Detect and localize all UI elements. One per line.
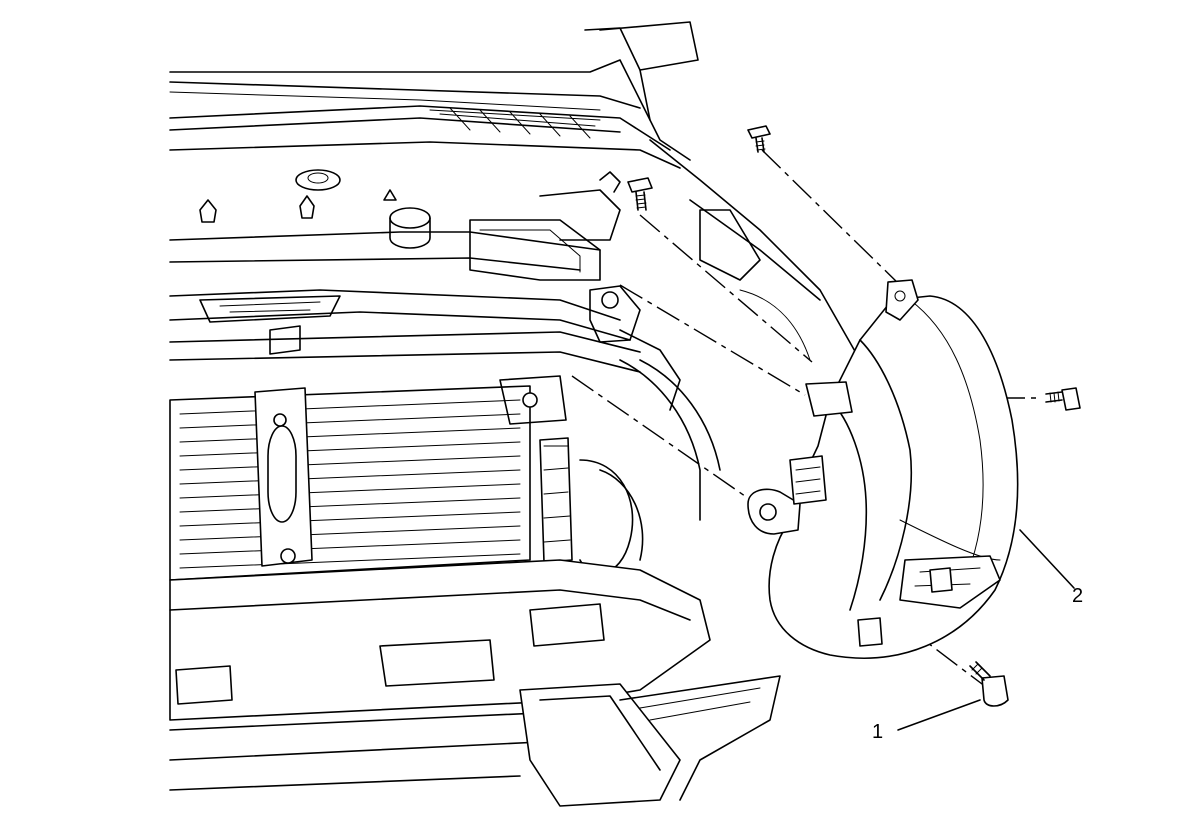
bolt-icon bbox=[969, 661, 1009, 707]
callout-2: 2 bbox=[1019, 529, 1083, 607]
bolt-icon bbox=[627, 177, 653, 211]
bolt-icon bbox=[747, 125, 771, 153]
headlamp-assembly bbox=[747, 279, 1019, 659]
callout-label-2: 2 bbox=[1072, 585, 1083, 607]
callout-1: 1 bbox=[872, 699, 981, 743]
vehicle-front-end bbox=[169, 21, 861, 807]
bolt-icon bbox=[1045, 387, 1081, 411]
callout-label-1: 1 bbox=[872, 721, 883, 743]
